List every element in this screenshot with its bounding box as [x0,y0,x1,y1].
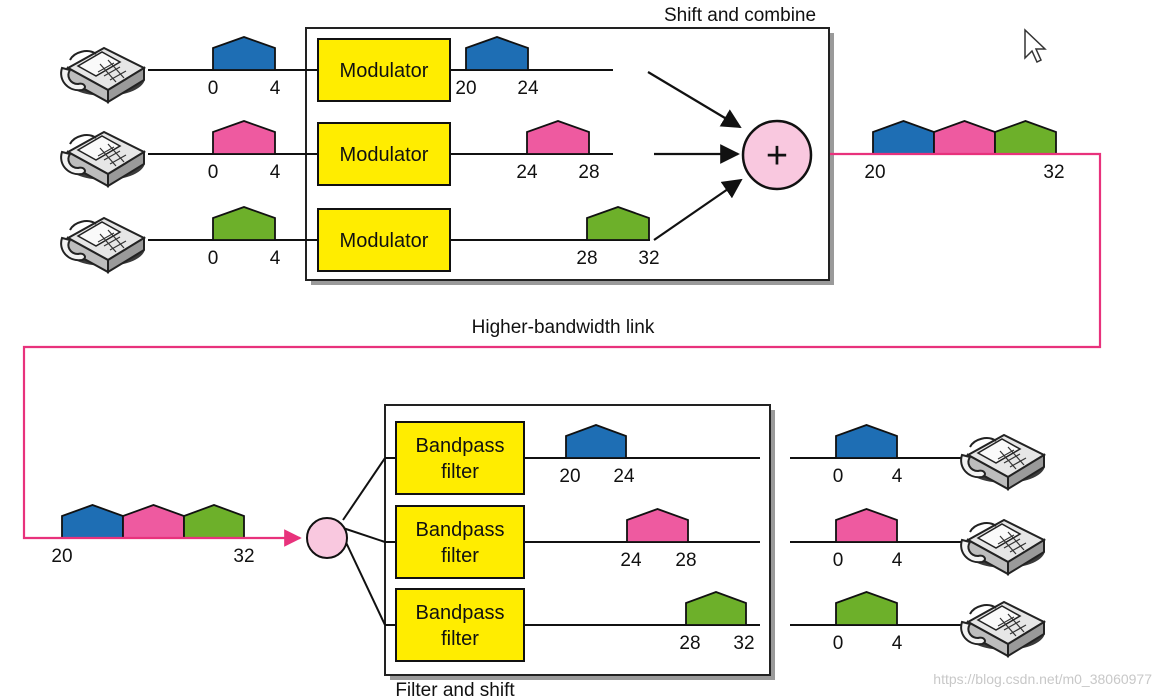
filtered-spectrum-blue [565,424,627,459]
modulator-label: Modulator [340,60,429,82]
filtered-spectrum-green [685,591,747,626]
bandpass-filter-label: filter [441,628,479,650]
received-spectrum-green [183,504,245,539]
shifted-spectrum-pink [526,120,590,155]
combiner-circle: + [741,119,813,191]
input-high-label: 4 [270,162,281,183]
splitter-branch [342,527,386,543]
bandpass-filter-label: filter [441,545,479,567]
shifted-high-label: 28 [578,162,599,183]
arrow-to-combiner [647,71,742,129]
filtered-spectrum-pink [626,508,689,543]
output-spectrum-pink [835,508,898,543]
bandpass-filter-box [395,421,525,495]
input-high-label: 4 [270,78,281,99]
filtered-low-label: 24 [620,550,642,571]
modulator-box [317,38,451,102]
combined-high-label: 32 [1043,162,1064,183]
combined-spectrum-pink [933,120,996,155]
telephone-icon [60,47,146,103]
output-high-label: 4 [892,550,903,571]
received-high-label: 32 [233,546,254,567]
filter-and-shift-caption: Filter and shift [395,680,515,696]
modulator-label: Modulator [340,230,429,252]
modulator-box [317,208,451,272]
shifted-low-label: 28 [576,248,597,269]
bandpass-filter-label: filter [441,461,479,483]
bandpass-filter-box [395,505,525,579]
modulator-label: Modulator [340,144,429,166]
output-low-label: 0 [833,466,844,487]
filtered-low-label: 28 [679,633,700,654]
bandpass-filter-label: Bandpass [416,435,505,457]
shifted-high-label: 24 [517,78,539,99]
telephone-icon [60,131,146,187]
modulator-box [317,122,451,186]
shifted-high-label: 32 [638,248,659,269]
shifted-low-label: 20 [455,78,476,99]
modules: ModulatorModulatorModulatorBandpassfilte… [317,38,525,662]
received-spectrum-blue [61,504,124,539]
output-high-label: 4 [892,633,903,654]
received-spectrum-pink [122,504,185,539]
bandpass-filter-label: Bandpass [416,602,505,624]
received-low-label: 20 [51,546,72,567]
splitter-branch [342,535,386,626]
filtered-high-label: 32 [733,633,754,654]
cursor-icon [1024,28,1047,64]
input-spectrum-pink [212,120,276,155]
bandpass-filter-box [395,588,525,662]
filtered-low-label: 20 [559,466,580,487]
input-low-label: 0 [208,162,219,183]
telephone-icon [960,601,1046,657]
output-high-label: 4 [892,466,903,487]
signal-shapes [61,36,1057,626]
plus-symbol: + [766,135,788,177]
filtered-high-label: 28 [675,550,696,571]
shifted-spectrum-green [586,206,650,241]
telephone-icon [960,434,1046,490]
higher-bandwidth-link [22,152,1102,547]
arrow-to-combiner [653,178,743,241]
input-spectrum-green [212,206,276,241]
splitter-circle [306,517,348,559]
telephone-icon [60,217,146,273]
filtered-high-label: 24 [613,466,635,487]
output-low-label: 0 [833,550,844,571]
output-spectrum-blue [835,424,898,459]
bandpass-filter-label: Bandpass [416,519,505,541]
output-spectrum-green [835,591,898,626]
shift-and-combine-caption: Shift and combine [664,5,816,26]
input-spectrum-blue [212,36,276,71]
input-low-label: 0 [208,78,219,99]
watermark: https://blog.csdn.net/m0_38060977 [933,671,1152,687]
combined-spectrum-green [994,120,1057,155]
shifted-spectrum-blue [465,36,529,71]
splitter-branch [342,457,386,521]
telephone-icon [960,519,1046,575]
combined-spectrum-blue [872,120,935,155]
shifted-low-label: 24 [516,162,538,183]
combined-low-label: 20 [864,162,885,183]
input-high-label: 4 [270,248,281,269]
input-low-label: 0 [208,248,219,269]
higher-bandwidth-link-label: Higher-bandwidth link [472,317,655,338]
tick-labels: 0 4 20 24 0 4 24 28 0 4 28 32 20 32 20 32 20 24 0 4 24 28 0 4 28… [51,78,1064,654]
output-low-label: 0 [833,633,844,654]
